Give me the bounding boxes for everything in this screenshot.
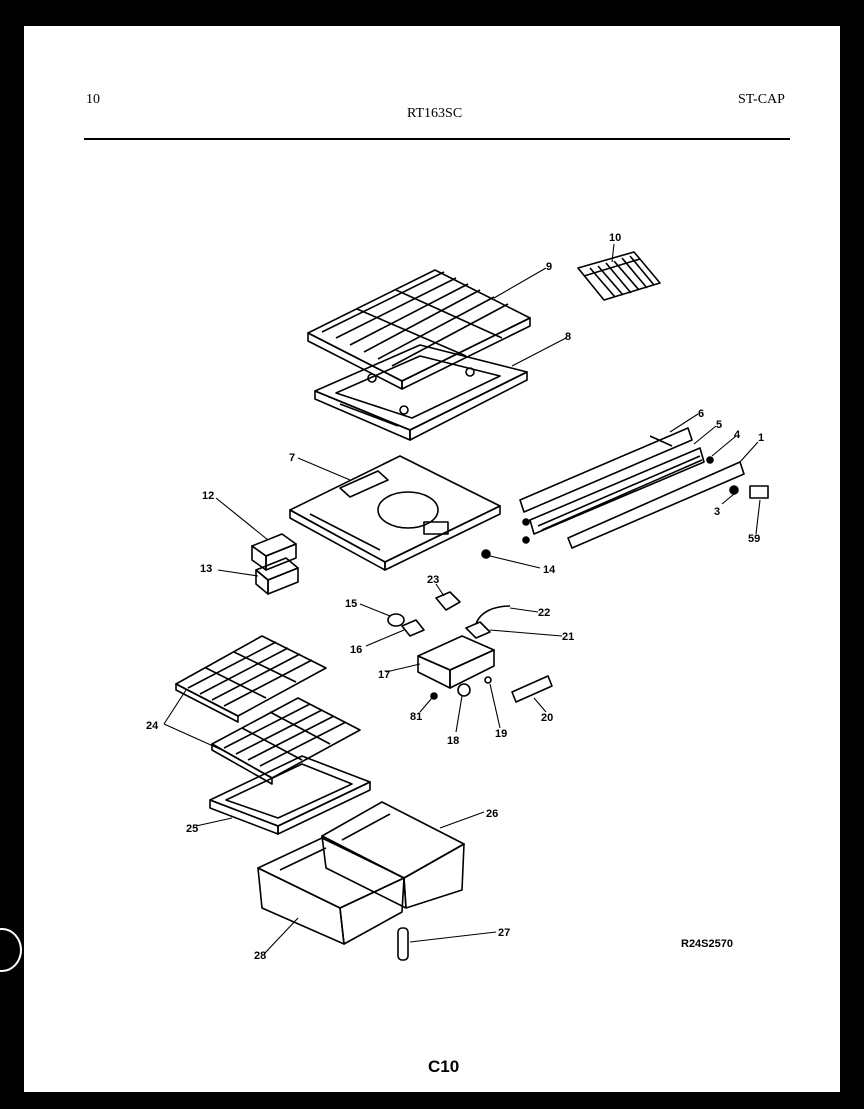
callout-15: 15 <box>345 598 357 610</box>
callout-5: 5 <box>716 419 722 431</box>
callout-12: 12 <box>202 490 214 502</box>
part-3-and-59-hardware <box>522 456 769 544</box>
callout-labels: 10 9 8 6 5 4 1 7 3 59 12 13 14 23 15 22 … <box>146 232 764 962</box>
callout-25: 25 <box>186 823 198 835</box>
part-19-screw <box>484 676 492 684</box>
callout-26: 26 <box>486 808 498 820</box>
callout-6: 6 <box>698 408 704 420</box>
callout-28: 28 <box>254 950 266 962</box>
part-26-crisper-drawer <box>321 801 465 909</box>
part-24-wire-shelf-upper <box>175 635 327 723</box>
page-code: C10 <box>428 1057 460 1076</box>
callout-20: 20 <box>541 712 553 724</box>
part-22-capillary <box>475 605 511 625</box>
callout-16: 16 <box>350 644 362 656</box>
callout-9: 9 <box>546 261 552 273</box>
section-code: ST-CAP <box>738 92 785 107</box>
diagram-sheet: 10 RT163SC ST-CAP <box>24 26 840 1092</box>
part-27-pin <box>397 927 409 961</box>
callout-3: 3 <box>714 506 720 518</box>
callout-59: 59 <box>748 533 760 545</box>
callout-18: 18 <box>447 735 459 747</box>
callout-10: 10 <box>609 232 621 244</box>
callout-4: 4 <box>734 429 741 441</box>
part-20-bracket <box>511 675 553 703</box>
callout-21: 21 <box>562 631 574 643</box>
callout-81: 81 <box>410 711 422 723</box>
part-15-bulb <box>387 613 405 627</box>
drawing-reference-code: R24S2570 <box>681 938 733 950</box>
callout-14: 14 <box>543 564 556 576</box>
part-21-thermostat <box>465 621 491 639</box>
callout-27: 27 <box>498 927 510 939</box>
callout-8: 8 <box>565 331 571 343</box>
part-23-knob <box>435 591 461 611</box>
part-16-socket <box>401 619 425 637</box>
callout-19: 19 <box>495 728 507 740</box>
part-6-upper-rail <box>519 427 693 513</box>
callout-23: 23 <box>427 574 439 586</box>
callout-17: 17 <box>378 669 390 681</box>
part-1-lower-rail <box>567 461 745 549</box>
part-12-bracket <box>251 533 297 571</box>
part-28-crisper-drawer <box>257 837 405 945</box>
part-18-washer <box>457 683 471 697</box>
callout-13: 13 <box>200 563 212 575</box>
part-10-vent-grille <box>577 251 661 301</box>
part-24-wire-shelf-lower <box>211 697 361 785</box>
part-5-shelf-slide <box>529 447 705 535</box>
part-7-cover-shelf <box>289 455 501 571</box>
part-25-panel <box>209 755 371 835</box>
leader-lines <box>163 243 761 955</box>
part-8-shelf-frame <box>314 344 528 441</box>
part-9-shelf-grille <box>307 269 531 390</box>
part-14-fastener <box>481 549 491 559</box>
callout-1: 1 <box>758 432 764 444</box>
callout-22: 22 <box>538 607 550 619</box>
callout-7: 7 <box>289 452 295 464</box>
model-number: RT163SC <box>407 106 463 121</box>
part-13-bracket <box>255 557 299 595</box>
part-17-control-housing <box>417 635 495 689</box>
callout-24: 24 <box>146 720 159 732</box>
page-number: 10 <box>86 92 100 107</box>
header-rule <box>84 138 790 140</box>
part-81-screw <box>430 692 438 700</box>
